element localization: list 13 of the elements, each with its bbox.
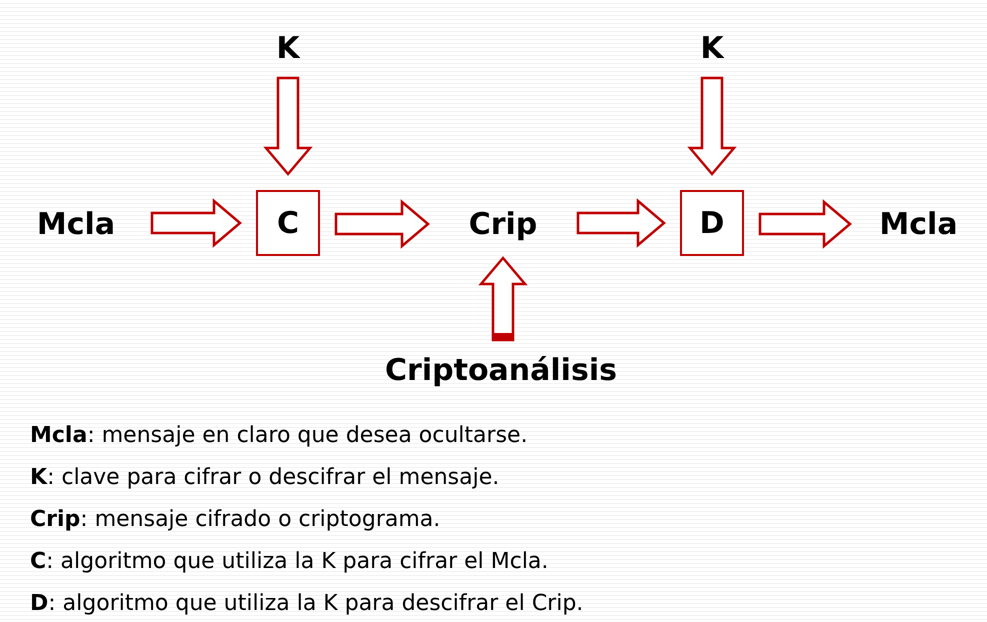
key-label: K: [700, 30, 724, 66]
plaintext-label: Mcla: [36, 206, 116, 242]
plaintext-label: Mcla: [879, 206, 958, 242]
definition-text: C: algoritmo que utiliza la K para cifrar el Mcla.: [30, 549, 548, 574]
definition-text: Crip: mensaje cifrado o criptograma.: [30, 507, 440, 532]
definition-text: K: clave para cifrar o descifrar el mensaje.: [30, 465, 500, 490]
key-label: K: [276, 30, 300, 66]
decipher-box: D: [680, 190, 744, 256]
definition-text: D: algoritmo que utiliza la K para descifrar el Crip.: [30, 591, 584, 616]
cryptanalysis-label: Criptoanálisis: [385, 352, 617, 388]
ciphertext-label: Crip: [468, 206, 538, 242]
cipher-box: C: [256, 190, 320, 256]
definition-text: Mcla: mensaje en claro que desea ocultarse.: [30, 423, 528, 448]
